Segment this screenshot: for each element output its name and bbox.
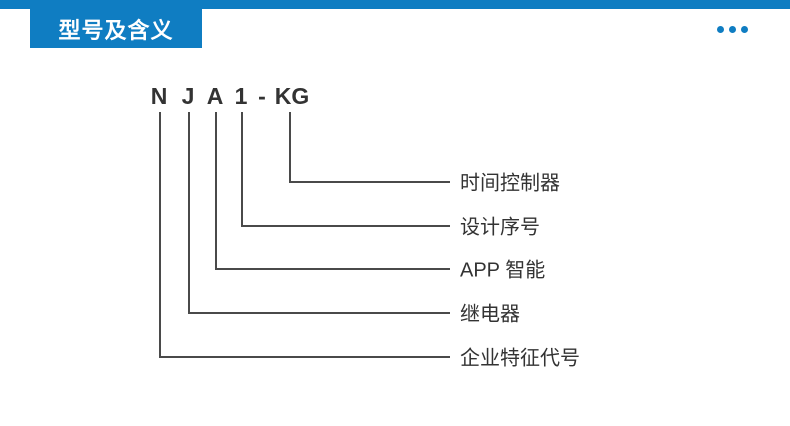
model-char-1: 1 — [234, 83, 248, 109]
label-design-serial: 设计序号 — [460, 216, 540, 239]
label-time-controller: 时间控制器 — [460, 172, 560, 195]
ellipsis-menu-icon[interactable] — [717, 26, 748, 33]
connector-vertical-a — [215, 112, 217, 268]
model-char-a: A — [206, 83, 224, 109]
page-title-badge: 型号及含义 — [30, 9, 202, 48]
connector-horizontal-j — [188, 312, 450, 314]
top-accent-strip — [0, 0, 790, 9]
model-char-j: J — [181, 83, 195, 109]
connector-horizontal-a — [215, 268, 450, 270]
label-relay: 继电器 — [460, 303, 520, 326]
dot-icon — [717, 26, 724, 33]
model-char-n: N — [150, 83, 168, 109]
connector-vertical-n — [159, 112, 161, 356]
model-char-dash: - — [258, 83, 266, 109]
connector-vertical-j — [188, 112, 190, 312]
connector-vertical-kg — [289, 112, 291, 181]
dot-icon — [741, 26, 748, 33]
connector-horizontal-n — [159, 356, 450, 358]
label-enterprise-code: 企业特征代号 — [460, 347, 580, 370]
connector-horizontal-1 — [241, 225, 450, 227]
label-app-smart: APP 智能 — [460, 259, 546, 282]
page-title: 型号及含义 — [58, 17, 174, 43]
connector-horizontal-kg — [289, 181, 450, 183]
dot-icon — [729, 26, 736, 33]
connector-vertical-1 — [241, 112, 243, 225]
model-char-kg: KG — [274, 83, 310, 109]
